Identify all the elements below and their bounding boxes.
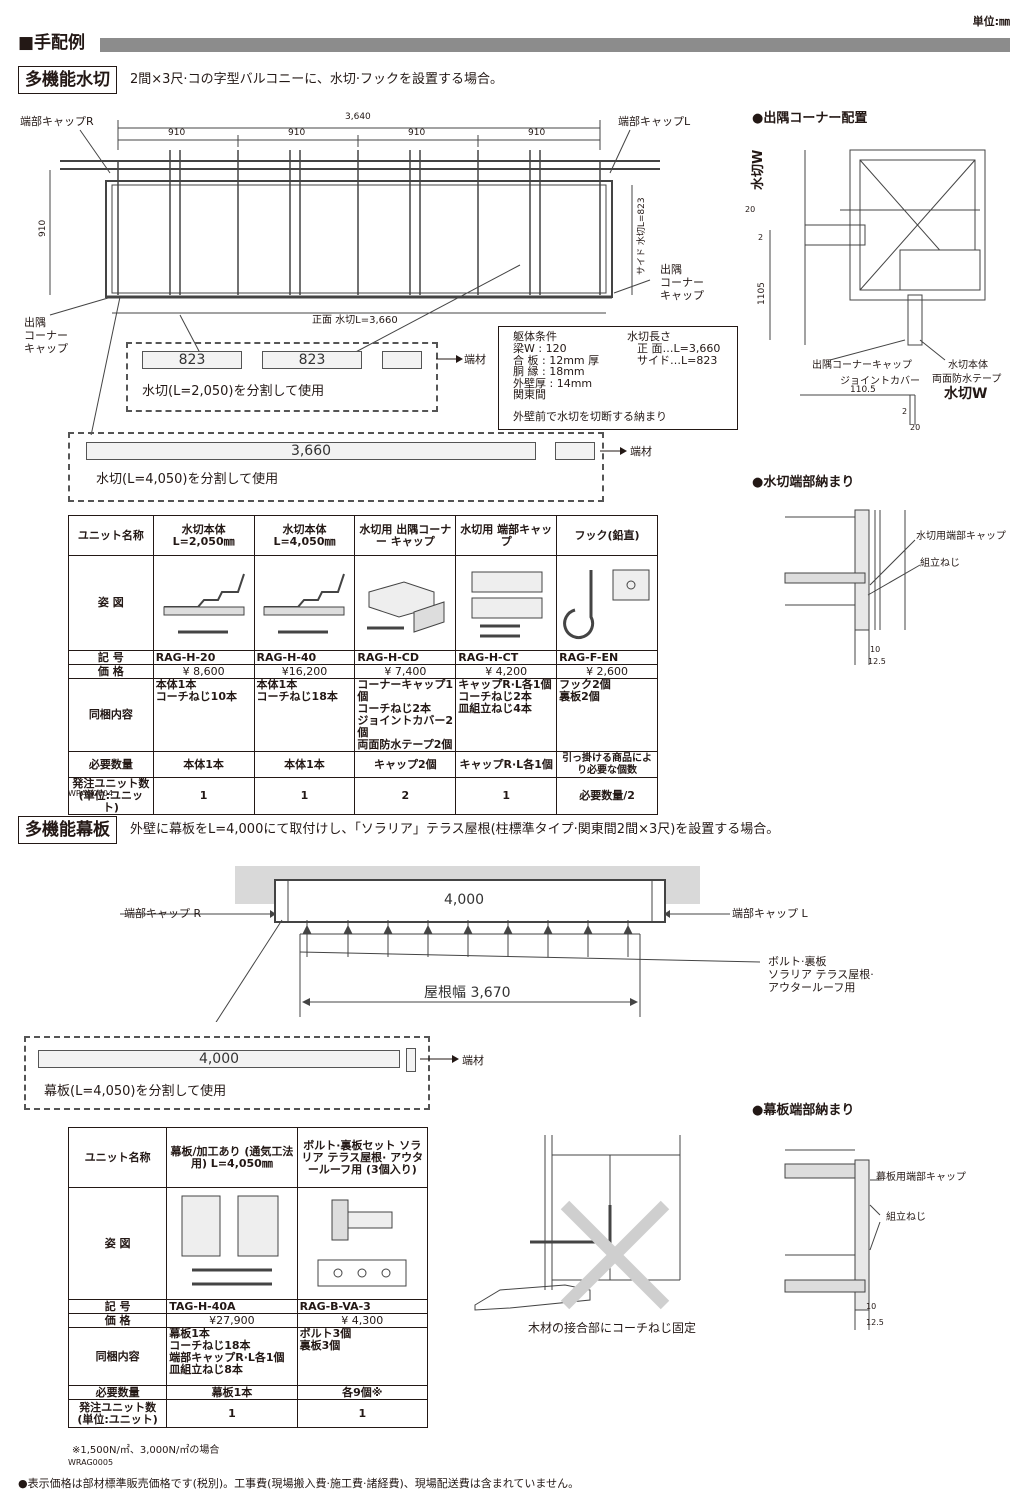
makuita-product-table: ユニット名称 幕板/加工あり (通気工法用) L=4,050㎜ ボルト·裏板セッ…: [67, 1127, 429, 1428]
cond-title: 躯体条件: [513, 330, 557, 343]
corner-dim-1105: 1105: [757, 282, 767, 305]
dim-910-2: 910: [288, 128, 305, 138]
end1-dim-10: 10: [870, 645, 880, 654]
mizukiri-product-table: ユニット名称 水切本体 L=2,050㎜ 水切本体 L=4,050㎜ 水切用 出…: [68, 515, 658, 815]
cap-r-label: 端部キャップR: [20, 115, 94, 128]
end1-dim-125: 12.5: [868, 657, 886, 666]
corner-dim-20: 20: [745, 205, 755, 214]
corner-dim-1105b: 110.5: [850, 385, 876, 395]
corner-dim-2b: 2: [902, 407, 907, 416]
mizukiri-tag: 多機能水切: [18, 66, 117, 94]
fig-rag-f-en: [556, 555, 658, 651]
cond-note: 外壁前で水切を切断する納まり: [513, 410, 667, 423]
end-label-2: 端材: [630, 445, 652, 458]
fig-rag-h-20: [152, 555, 255, 651]
corner-dim-2: 2: [758, 233, 763, 242]
bolt-label: ボルト·裏板ソラリア テラス屋根·アウタールーフ用: [768, 955, 874, 994]
fig-tag-h-40a: [166, 1187, 298, 1300]
end2-dim-10: 10: [866, 1302, 876, 1311]
corner-dim-20b: 20: [910, 423, 920, 432]
end2-label-cap: 幕板用端部キャップ: [876, 1172, 966, 1183]
makuita-cut-end: [406, 1048, 416, 1072]
corner-detail-drawing: 20 2 1105 110.5 2 20: [745, 149, 986, 432]
wood-joint-drawing: [474, 1135, 681, 1311]
front-label: 正面 水切L=3,660: [312, 314, 398, 326]
cut-end-1: [382, 351, 422, 369]
makuita-drawing: [120, 866, 761, 1022]
fig-rag-b-va-3: [296, 1187, 429, 1300]
makuita-end-label: 端材: [462, 1054, 484, 1067]
end2-label-screw: 組立ねじ: [886, 1212, 926, 1223]
roof-width: 屋根幅 3,670: [424, 985, 511, 1001]
cut-note-4050: 水切(L=4,050)を分割して使用: [96, 472, 279, 487]
fig-rag-h-40: [253, 555, 356, 651]
makuita-cut-box: [24, 1036, 430, 1110]
makuita-tag: 多機能幕板: [18, 816, 117, 844]
balcony-plan-drawing: 3,640 910 910 910 910 910 サイド 水切L=823 正面…: [38, 112, 660, 435]
dim-left-910: 910: [38, 220, 48, 237]
cut-end-2: [555, 442, 595, 460]
makuita-description: 外壁に幕板をL=4,000にて取付けし、「ソラリア」テラス屋根(柱標準タイプ·関…: [130, 822, 780, 837]
end-detail-title: ●水切端部納まり: [752, 475, 855, 490]
corner-title: ●出隅コーナー配置: [752, 111, 868, 126]
dim-910-3: 910: [408, 128, 425, 138]
side-label: サイド 水切L=823: [635, 197, 647, 275]
mizukiri-w-label-2: 水切W: [944, 386, 988, 402]
cut-3660: 3,660: [86, 442, 536, 460]
unit-label: 単位:㎜: [972, 15, 1010, 28]
table2-note: ※1,500N/㎡、3,000N/㎡の場合: [72, 1445, 220, 1456]
arrow-icon: [420, 1055, 459, 1063]
wood-note: 木材の接合部にコーチねじ固定: [528, 1321, 697, 1335]
corner-label-tape: 両面防水テープ: [932, 374, 1002, 385]
makuita-end-drawing: 10 12.5: [784, 1149, 884, 1330]
cut-823-b: 823: [262, 351, 362, 369]
dim-910-1: 910: [168, 128, 185, 138]
mizukiri-w-label: 水切W: [751, 149, 766, 190]
cut-823-a: 823: [142, 351, 242, 369]
section-title: ■手配例: [18, 33, 86, 53]
arrow-icon: [600, 447, 627, 455]
section-bar: [100, 38, 1010, 52]
arrow-icon: [436, 355, 463, 363]
mizukiri-description: 2間×3尺·コの字型バルコニーに、水切·フックを設置する場合。: [130, 72, 504, 87]
board-4000: 4,000: [444, 892, 485, 908]
dim-total: 3,640: [345, 112, 371, 122]
corner-label-joint: ジョイントカバー: [840, 376, 920, 387]
fig-rag-h-ct: [455, 555, 558, 651]
cut-box-2050: [126, 342, 438, 412]
end1-label-screw: 組立ねじ: [920, 558, 960, 569]
corner-cap-left: 出隅コーナーキャップ: [24, 316, 68, 355]
end2-dim-125: 12.5: [866, 1318, 884, 1327]
corner-cap-right: 出隅コーナーキャップ: [660, 263, 704, 302]
dim-910-4: 910: [528, 128, 545, 138]
fig-rag-h-cd: [354, 555, 457, 651]
cut-box-4050: [68, 432, 604, 502]
makuita-cut-4000: 4,000: [38, 1050, 400, 1068]
code-wrag0004: WRAG0004: [68, 789, 114, 798]
corner-label-body: 水切本体: [948, 360, 988, 371]
corner-label-cap: 出隅コーナーキャップ: [812, 360, 912, 371]
makuita-cut-note: 幕板(L=4,050)を分割して使用: [44, 1084, 227, 1099]
cap-l-label: 端部キャップL: [618, 115, 691, 128]
makuita-cap-r: 端部キャップ R: [124, 907, 202, 920]
code-wrag0005: WRAG0005: [68, 1458, 114, 1467]
makuita-cap-l: 端部キャップ L: [732, 907, 808, 920]
end-detail-drawing: 10 12.5: [784, 509, 921, 666]
cut-note-2050: 水切(L=2,050)を分割して使用: [142, 384, 325, 399]
len-title: 水切長さ: [627, 330, 671, 343]
makuita-end-title: ●幕板端部納まり: [752, 1103, 855, 1118]
footer-note: ●表示価格は部材標準販売価格です(税別)。工事費(現場搬入費·施工費·諸経費)、…: [18, 1477, 580, 1490]
end1-label-cap: 水切用端部キャップ: [916, 531, 1006, 542]
end-label-1: 端材: [464, 353, 486, 366]
